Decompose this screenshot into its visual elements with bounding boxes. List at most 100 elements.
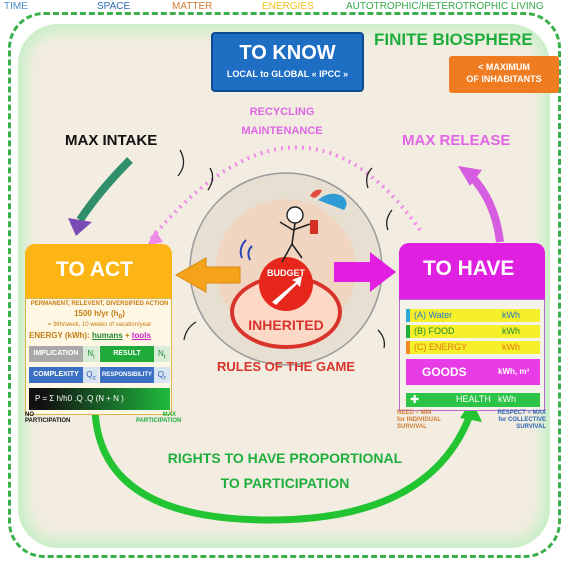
- need-label: NEED = MIN for INDIVIDUAL SURVIVAL: [397, 410, 441, 431]
- squiggle: [207, 167, 214, 191]
- participation-formula: P = Σ h/h0 .Q .Q (N + N ): [29, 388, 170, 410]
- no-participation-label: NO PARTICIPATION: [25, 412, 71, 424]
- max-intake-arrowhead: [68, 218, 92, 236]
- food-label: (B) FOOD: [414, 326, 455, 336]
- to-act-line2: 1500 h/yr (h0): [74, 309, 125, 321]
- energy-plus: +: [124, 331, 130, 340]
- max-release-arrow: [467, 172, 504, 243]
- energy-humans: humans: [91, 331, 123, 340]
- max-inhabitants-line2: OF INHABITANTS: [466, 74, 542, 84]
- q-c-sub: c: [92, 374, 96, 382]
- recycling-line1: RECYCLING: [249, 106, 315, 118]
- q-r: Q: [157, 370, 164, 379]
- to-know-title: TO KNOW: [239, 42, 336, 64]
- rights-line1: RIGHTS TO HAVE PROPORTIONAL: [167, 450, 403, 466]
- q-r-cell: Qr: [154, 367, 170, 383]
- to-act-header: TO ACT: [25, 244, 172, 300]
- n-r-cell: Nr: [154, 346, 170, 362]
- goods-label: GOODS: [422, 365, 467, 379]
- n-i-sub: i: [93, 353, 95, 361]
- energy-have-unit: kWh: [502, 342, 520, 352]
- signal-icon: [239, 239, 253, 261]
- squiggle: [177, 149, 185, 177]
- inherited-label: INHERITED: [248, 317, 324, 333]
- recycling-arrowhead: [147, 230, 163, 246]
- budget-arrow-icon: [272, 276, 302, 305]
- to-have-title: TO HAVE: [423, 257, 515, 280]
- to-know-subtitle: LOCAL to GLOBAL « IPCC »: [226, 69, 349, 79]
- n-r-sub: r: [163, 353, 166, 361]
- need-line1: NEED = MIN: [397, 410, 432, 416]
- recycling-arc: [148, 145, 422, 242]
- recycling-label: RECYCLING MAINTENANCE: [224, 103, 340, 141]
- budget-label: BUDGET: [267, 268, 305, 278]
- label-matter: MATTER: [172, 1, 213, 12]
- food-unit: kWh: [502, 326, 520, 336]
- max-inhabitants-line1: < MAXIMUM: [478, 62, 530, 72]
- person-body: [279, 221, 311, 263]
- rules-label: RULES OF THE GAME: [217, 359, 355, 374]
- max-intake-label: MAX INTAKE: [65, 132, 158, 149]
- to-know-box: TO KNOW LOCAL to GLOBAL « IPCC »: [211, 32, 364, 92]
- respect-line1: RESPECT = MAX: [497, 410, 546, 416]
- earth-patch-icon: [318, 193, 347, 210]
- max-participation-label: MAX PARTICIPATION: [136, 412, 182, 424]
- goods-row: GOODS kWh, m³: [406, 359, 540, 385]
- respect-line2: for COLLECTIVE: [498, 417, 546, 423]
- label-time: TIME: [4, 1, 28, 12]
- health-cross-icon: ✚: [410, 394, 420, 406]
- to-act-body: PERMANENT, RELEVENT, DIVERSIFIED ACTION …: [25, 298, 172, 415]
- complexity-cell: COMPLEXITY: [29, 367, 83, 383]
- flower-icon: [310, 189, 322, 198]
- n-i: N: [87, 349, 94, 358]
- budget-circle: [259, 257, 313, 311]
- energy-label: ENERGY (kWh):: [29, 331, 90, 340]
- squiggle: [183, 321, 197, 341]
- respect-line3: SURVIVAL: [516, 424, 546, 430]
- q-r-sub: r: [164, 374, 167, 382]
- have-arrow: [334, 252, 396, 292]
- goods-unit: kWh, m³: [498, 367, 530, 376]
- squiggle: [386, 209, 393, 231]
- label-energies: ENERGIES: [262, 1, 314, 12]
- squiggle: [366, 167, 373, 189]
- result-cell: RESULT: [100, 346, 154, 362]
- max-intake-arrow: [76, 157, 133, 223]
- health-row: ✚ HEALTH kWh: [406, 393, 540, 407]
- max-inhabitants-box: < MAXIMUM OF INHABITANTS: [449, 56, 559, 93]
- energy-row: (C) ENERGY kWh: [406, 341, 540, 354]
- need-line3: SURVIVAL: [397, 424, 427, 430]
- to-act-line3: = 36h/week, 10 weeks of vacation/year: [47, 322, 152, 328]
- n-i-cell: Ni: [83, 346, 99, 362]
- rights-line2: TO PARTICIPATION: [220, 475, 350, 491]
- to-act-line1: PERMANENT, RELEVENT, DIVERSIFIED ACTION: [30, 301, 169, 307]
- water-row: (A) Water kWh: [406, 309, 540, 322]
- need-line2: for INDIVIDUAL: [397, 417, 441, 423]
- squiggle: [377, 329, 386, 349]
- hours-subscript: 0: [118, 313, 123, 321]
- n-r: N: [158, 349, 164, 358]
- finite-biosphere-title: FINITE BIOSPHERE: [374, 30, 533, 49]
- top-labels: TIME SPACE MATTER ENERGIES AUTOTROPHIC/H…: [0, 0, 572, 16]
- rights-arrowhead: [460, 400, 482, 422]
- food-row: (B) FOOD kWh: [406, 325, 540, 338]
- biosphere-frame: [8, 12, 561, 558]
- label-living: AUTOTROPHIC/HETEROTROPHIC LIVING: [346, 1, 544, 12]
- responsibility-cell: RESPONSIBILITY: [100, 367, 154, 383]
- water-label: (A) Water: [414, 310, 453, 320]
- energy-tools: tools: [131, 331, 151, 340]
- rights-arc: [91, 409, 474, 524]
- recycling-line2: MAINTENANCE: [241, 125, 323, 137]
- to-have-header: TO HAVE: [399, 243, 545, 301]
- act-arrow: [174, 257, 241, 293]
- water-unit: kWh: [502, 310, 520, 320]
- hours-text: 1500 h/yr (h: [74, 309, 119, 318]
- energy-have-label: (C) ENERGY: [414, 342, 468, 352]
- label-space: SPACE: [97, 1, 131, 12]
- health-label: HEALTH: [456, 394, 491, 404]
- respect-label: RESPECT = MAX for COLLECTIVE SURVIVAL: [490, 410, 546, 431]
- health-unit: kWh: [498, 394, 516, 404]
- q-c-cell: Qc: [83, 367, 99, 383]
- energy-line: ENERGY (kWh): humans + tools: [29, 331, 151, 340]
